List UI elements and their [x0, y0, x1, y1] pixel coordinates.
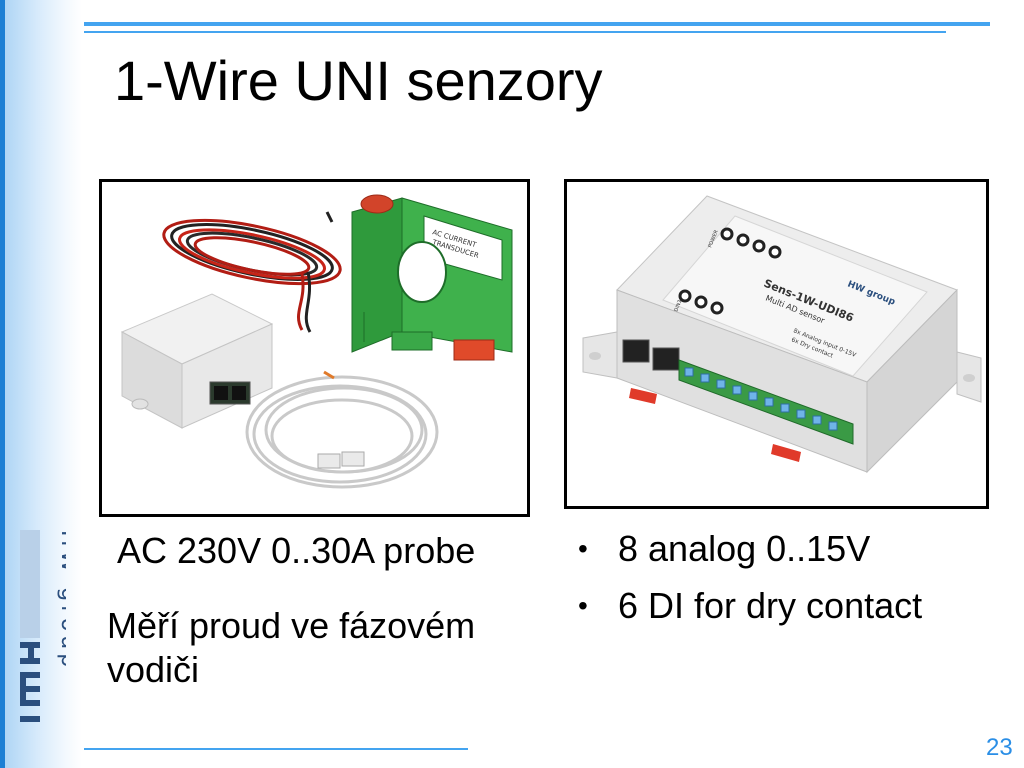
top-rule-thick [84, 22, 990, 26]
bullet-item: • 8 analog 0..15V [578, 528, 922, 570]
current-probe-illustration: AC CURRENT TRANSDUCER [102, 182, 527, 514]
sensor-box [120, 293, 274, 429]
logo-text: HW group [56, 530, 66, 671]
bullet-item: • 6 DI for dry contact [578, 585, 922, 627]
page-number: 23 [986, 734, 1013, 761]
terminal-block [678, 359, 854, 445]
bullet-text: 8 analog 0..15V [618, 528, 871, 569]
right-product-bullets: • 8 analog 0..15V • 6 DI for dry contact [578, 528, 922, 642]
rj-jacks [622, 339, 680, 371]
led-indicators [678, 227, 782, 315]
rj-connectors [317, 451, 365, 469]
left-product-caption: AC 230V 0..30A probe [117, 530, 476, 571]
bullet-icon: • [578, 590, 588, 621]
bullet-icon: • [578, 533, 588, 564]
left-decorative-band [0, 0, 82, 768]
din-clips [629, 388, 801, 462]
bottom-rule [84, 748, 468, 750]
white-cable [245, 370, 439, 489]
left-edge-stripe [0, 0, 5, 768]
top-rule-thin [84, 31, 946, 33]
current-transducer: AC CURRENT TRANSDUCER [351, 194, 513, 361]
left-product-description: Měří proud ve fázovém vodiči [107, 605, 476, 690]
bullet-text: 6 DI for dry contact [618, 585, 923, 626]
udi86-module-illustration: Sens-1W-UDI86 Multi AD sensor 8x Analog … [567, 182, 986, 506]
current-probe-photo: AC CURRENT TRANSDUCER [99, 179, 530, 517]
slide-title: 1-Wire UNI senzory [114, 49, 603, 112]
hw-group-logo: HW group [18, 526, 81, 726]
red-black-cable [162, 211, 342, 333]
udi86-module-photo: Sens-1W-UDI86 Multi AD sensor 8x Analog … [564, 179, 989, 509]
led-label-din3: DIN3 [673, 299, 683, 313]
